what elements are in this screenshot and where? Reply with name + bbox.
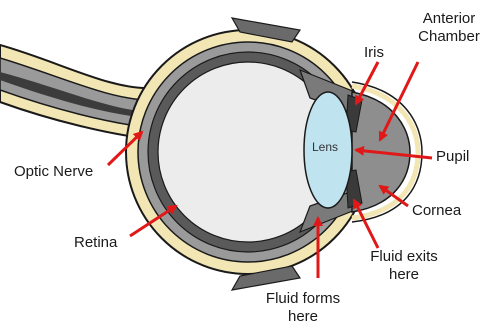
label-cornea: Cornea — [412, 202, 461, 220]
label-lens: Lens — [312, 138, 338, 156]
label-fluid-forms: Fluid forms here — [248, 290, 358, 326]
label-iris: Iris — [364, 44, 384, 62]
label-fluid-exits: Fluid exits here — [356, 248, 452, 284]
label-pupil: Pupil — [436, 148, 469, 166]
label-optic-nerve: Optic Nerve — [14, 163, 93, 181]
label-anterior-chamber: Anterior Chamber — [408, 10, 490, 46]
label-retina: Retina — [74, 234, 117, 252]
